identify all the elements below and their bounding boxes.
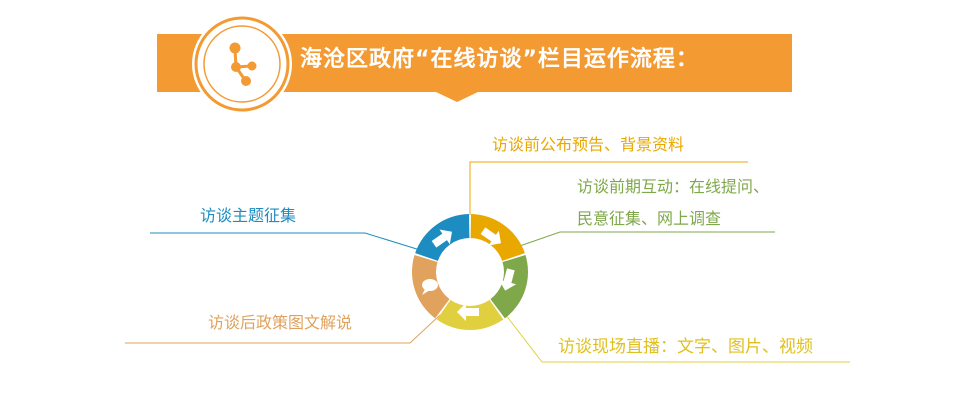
arrow-left-icon [457,303,479,321]
leader-line-step-1 [469,161,748,215]
banner-ribbon [157,34,792,102]
step-2-label-line-1: 访谈前期互动：在线提问、 [577,177,770,196]
arrow-right-icon [480,227,502,246]
leader-line-step-3 [501,309,850,363]
page-title: 海沧区政府“在线访谈”栏目运作流程： [300,47,699,72]
step-4-label: 访谈后政策图文解说 [208,313,353,332]
step-1-label: 访谈前公布预告、背景资料 [492,135,685,154]
speech-bubble-icon [422,279,438,295]
step-2-label-line-2: 民意征集、网上调查 [577,209,722,228]
step-3-label: 访谈现场直播：文字、图片、视频 [558,337,813,357]
arrow-down-icon [498,268,517,291]
arrow-up-right-icon [431,229,453,248]
step-5-label: 访谈主题征集 [200,206,297,225]
leader-line-step-4 [125,314,441,344]
header-banner [157,14,792,114]
leader-line-step-2 [513,231,775,249]
share-nodes-icon [229,42,257,86]
ring-center [437,239,503,305]
leader-line-step-5 [150,232,421,251]
